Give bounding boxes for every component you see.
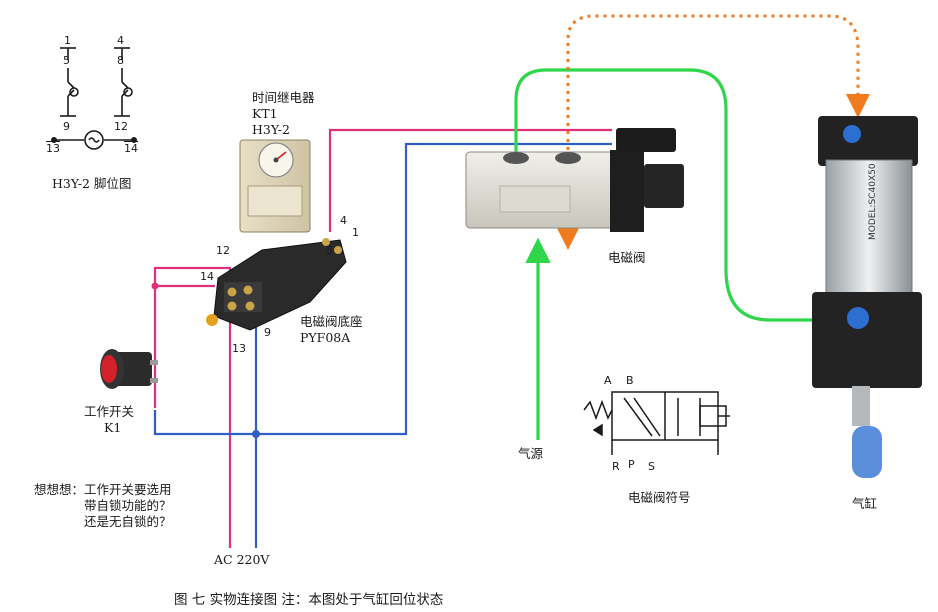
pinout-pin-13: 13 [46, 142, 60, 155]
symbol-title: 电磁阀符号 [628, 490, 691, 505]
pinout-pin-14: 14 [124, 142, 138, 155]
cylinder-model-text: MODEL:SC40X50 [868, 163, 878, 240]
base-pin-14: 14 [200, 270, 214, 283]
pinout-pin-12: 12 [114, 120, 128, 133]
air-lines [514, 68, 849, 440]
cylinder-label: 气缸 [852, 496, 878, 511]
base-pin-9: 9 [264, 326, 271, 339]
pinout-pin-8: 8 [117, 54, 124, 67]
base-pin-5: 5 [326, 244, 333, 257]
question-line3: 还是无自锁的？ [84, 514, 172, 529]
relay-code: KT1 [252, 106, 278, 121]
symbol-port-b: B [626, 374, 634, 387]
relay-title: 时间继电器 [252, 90, 315, 105]
air-source-label: 气源 [518, 446, 544, 461]
valve-label: 电磁阀 [608, 250, 646, 265]
blue-wires [153, 142, 612, 548]
exhaust-lines [556, 14, 870, 250]
base-pin-1: 1 [352, 226, 359, 239]
relay-base [206, 238, 347, 331]
timing-relay [239, 139, 311, 233]
switch-code: K1 [104, 420, 122, 435]
switch-title: 工作开关 [84, 404, 135, 419]
symbol-port-a: A [604, 374, 612, 387]
relay-model: H3Y-2 [252, 122, 290, 137]
pinout-pin-5: 5 [63, 54, 70, 67]
pink-wires [153, 128, 612, 548]
base-title: 电磁阀底座 [300, 314, 363, 329]
power-label: AC 220V [214, 552, 270, 567]
figure-caption: 图 七 实物连接图 注：本图处于气缸回位状态 [174, 592, 444, 608]
question-line1: 想想想：工作开关要选用 [34, 482, 172, 497]
solenoid-valve [465, 128, 684, 232]
air-cylinder [812, 116, 922, 478]
symbol-port-r: R [612, 460, 620, 473]
base-pin-4: 4 [340, 214, 347, 227]
valve-symbol [583, 391, 730, 455]
blue-junction [252, 430, 260, 438]
pinout-pin-4: 4 [117, 34, 124, 47]
push-button-switch [100, 349, 158, 389]
symbol-port-p: P [628, 458, 635, 471]
pinout-pin-1: 1 [64, 34, 71, 47]
pink-junction [151, 282, 159, 290]
question-line2: 带自锁功能的？ [84, 498, 172, 513]
pinout-schematic [50, 47, 138, 150]
symbol-port-s: S [648, 460, 655, 473]
base-pin-12: 12 [216, 244, 230, 257]
base-pin-13: 13 [232, 342, 246, 355]
pinout-pin-9: 9 [63, 120, 70, 133]
pinout-title: H3Y-2 脚位图 [52, 176, 132, 191]
base-model: PYF08A [300, 330, 351, 345]
